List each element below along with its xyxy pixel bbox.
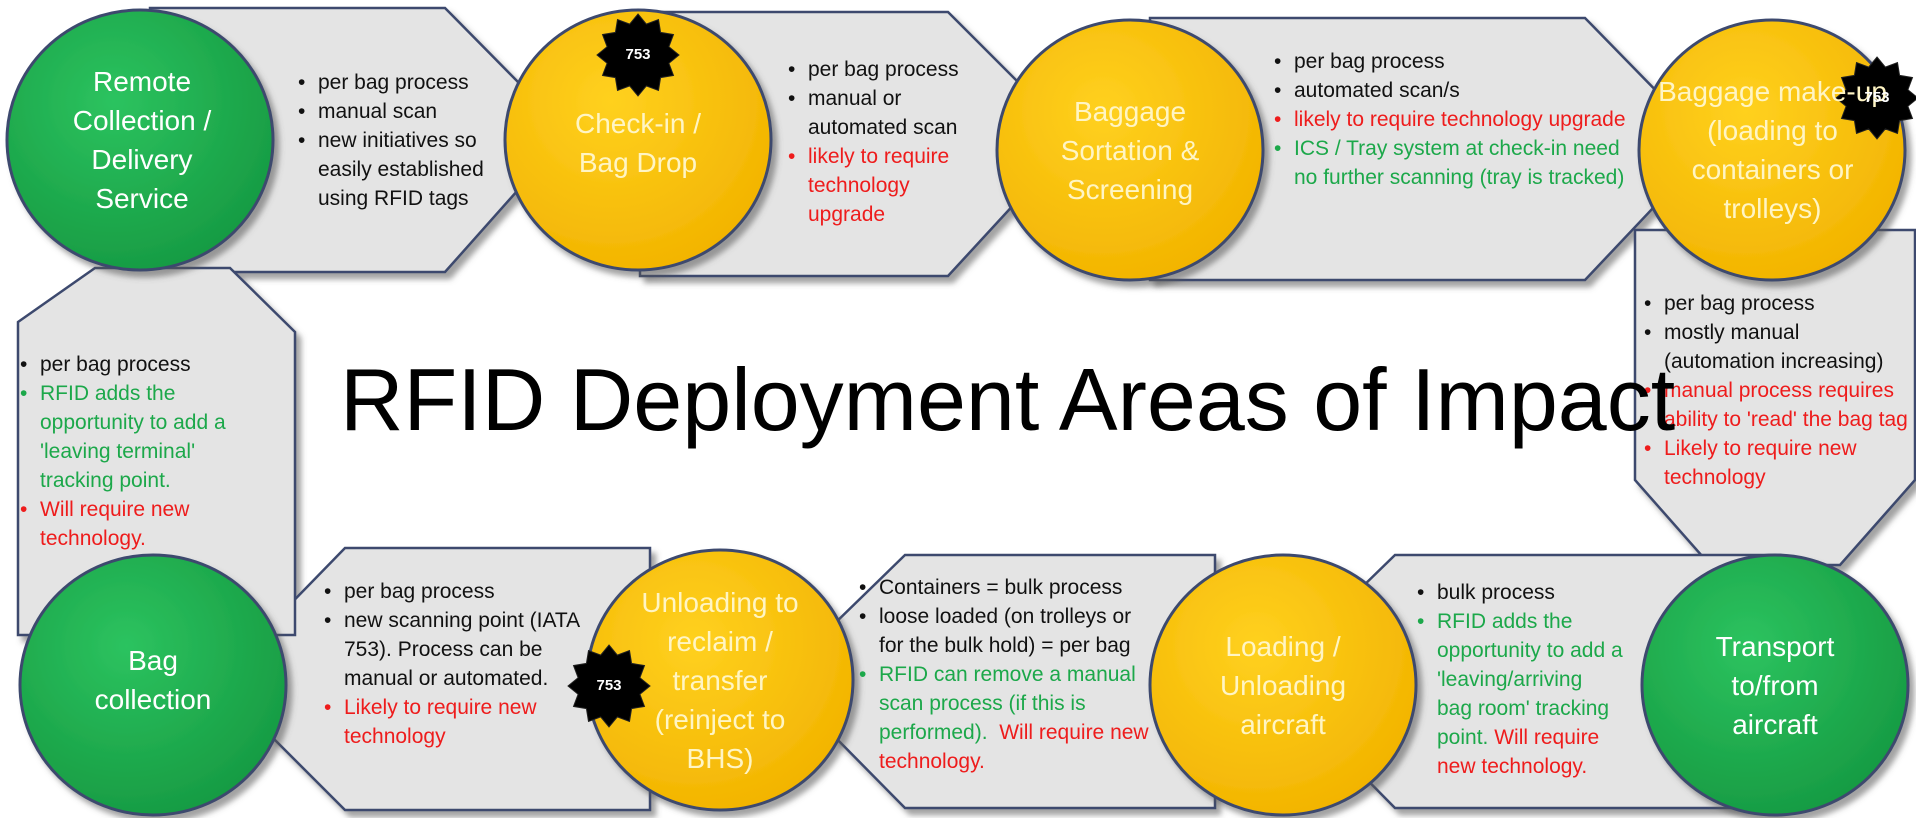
note-item: per bag process (788, 55, 984, 84)
note-item: Containers = bulk process (859, 573, 1155, 602)
note-item: loose loaded (on trolleys or for the bul… (859, 602, 1155, 660)
note-item: automated scan/s (1274, 76, 1630, 105)
circle-sortation (995, 18, 1265, 282)
step-loading-label: Loading / Unloading aircraft (1219, 630, 1347, 740)
note-item: mostly manual (automation increasing) (1644, 318, 1912, 376)
notes-remote-collection: per bag process manual scan new initiati… (294, 68, 509, 213)
step-transport-label: Transport to/from aircraft (1715, 630, 1835, 740)
circle-transport (1640, 553, 1910, 817)
badge-753-unloading: 753 (596, 677, 622, 694)
note-item: RFID adds the opportunity to add a 'leav… (20, 379, 251, 495)
note-item: likely to require technology upgrade (1274, 105, 1630, 134)
note-item: manual or automated scan (788, 84, 984, 142)
badge-753-checkin: 753 (625, 46, 651, 63)
note-item: per bag process (1274, 47, 1630, 76)
note-red-part: Will require new technology. (879, 721, 1149, 773)
note-item: Likely to require new technology (324, 693, 580, 751)
note-red-part: Will require new technology. (1437, 726, 1600, 778)
note-item: manual process requires ability to 'read… (1644, 376, 1912, 434)
step-bag-collection-label: Bag collection (94, 645, 212, 715)
notes-unloading: per bag process new scanning point (IATA… (320, 577, 580, 751)
circle-collection (18, 553, 288, 817)
starburst-badge-makeup (1835, 56, 1916, 140)
notes-checkin: per bag process manual or automated scan… (784, 55, 984, 229)
note-item: bulk process (1417, 578, 1623, 607)
step-makeup-label: Baggage make-up (loading to containers o… (1658, 76, 1887, 224)
circle-remote (5, 8, 275, 272)
starburst-badge-checkin (596, 13, 680, 97)
note-item: RFID can remove a manual scan process (i… (859, 660, 1155, 776)
step-remote-collection-label: Remote Collection / Delivery Service (72, 66, 212, 214)
note-item: likely to require technology upgrade (788, 142, 984, 229)
notes-makeup: per bag process mostly manual (automatio… (1640, 289, 1912, 492)
notes-bag-collection: per bag process RFID adds the opportunit… (16, 350, 251, 553)
note-item: per bag process (1644, 289, 1912, 318)
note-green-part: RFID adds the opportunity to add a 'leav… (1437, 610, 1623, 749)
notes-sortation: per bag process automated scan/s likely … (1270, 47, 1630, 192)
notes-transport: bulk process RFID adds the opportunity t… (1413, 578, 1623, 781)
note-item: RFID adds the opportunity to add a 'leav… (1417, 607, 1623, 781)
note-item: new scanning point (IATA 753). Process c… (324, 606, 580, 693)
step-unloading-label: Unloading to reclaim / transfer (reinjec… (641, 586, 799, 774)
note-item: manual scan (298, 97, 509, 126)
page-title: RFID Deployment Areas of Impact (340, 350, 1676, 449)
note-item: new initiatives so easily established us… (298, 126, 509, 213)
note-item: ICS / Tray system at check-in need no fu… (1274, 134, 1630, 192)
note-green-part: RFID can remove a manual scan process (i… (879, 663, 1136, 744)
notes-loading: Containers = bulk process loose loaded (… (855, 573, 1155, 776)
badge-753-makeup: 753 (1864, 89, 1890, 106)
note-item: Likely to require new technology (1644, 434, 1912, 492)
circle-makeup (1637, 18, 1907, 282)
note-item: Will require new technology. (20, 495, 251, 553)
note-item: per bag process (324, 577, 580, 606)
step-checkin-label: Check-in / Bag Drop (574, 107, 702, 178)
note-item: per bag process (298, 68, 509, 97)
step-sortation-label: Baggage Sortation & Screening (1060, 95, 1200, 205)
note-item: per bag process (20, 350, 251, 379)
